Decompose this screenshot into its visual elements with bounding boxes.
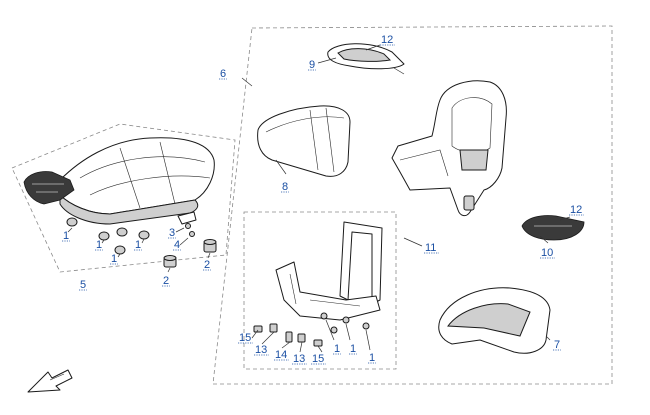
svg-text:12: 12 bbox=[381, 34, 393, 46]
callout-1-e[interactable]: 1 bbox=[333, 343, 341, 355]
svg-text:15: 15 bbox=[239, 332, 251, 344]
seat-rubber-grommets bbox=[66, 217, 150, 255]
callout-10[interactable]: 10 bbox=[540, 247, 555, 259]
front-direction-arrow bbox=[27, 369, 73, 393]
svg-text:15: 15 bbox=[312, 353, 324, 365]
svg-text:13: 13 bbox=[255, 344, 267, 356]
frame-assembly-frame bbox=[243, 211, 397, 370]
callout-5[interactable]: 5 bbox=[79, 279, 87, 291]
svg-text:5: 5 bbox=[80, 279, 86, 291]
callout-1-g[interactable]: 1 bbox=[368, 352, 376, 364]
callout-2-b[interactable]: 2 bbox=[203, 259, 211, 271]
callout-15-a[interactable]: 15 bbox=[238, 332, 253, 344]
svg-text:3: 3 bbox=[169, 227, 175, 239]
seat-front-bracket bbox=[23, 171, 75, 205]
callout-12-b[interactable]: 12 bbox=[569, 204, 584, 216]
callout-2-a[interactable]: 2 bbox=[162, 275, 170, 287]
svg-text:1: 1 bbox=[96, 239, 102, 251]
leader-lines bbox=[67, 44, 571, 353]
rear-seat-cover[interactable] bbox=[438, 287, 551, 354]
svg-text:1: 1 bbox=[334, 343, 340, 355]
svg-text:6: 6 bbox=[220, 68, 226, 80]
callout-7[interactable]: 7 bbox=[553, 339, 561, 351]
svg-text:7: 7 bbox=[554, 339, 560, 351]
svg-text:9: 9 bbox=[309, 59, 315, 71]
callout-1-c[interactable]: 1 bbox=[134, 239, 142, 251]
svg-text:1: 1 bbox=[369, 352, 375, 364]
svg-text:1: 1 bbox=[63, 230, 69, 242]
svg-text:14: 14 bbox=[275, 349, 287, 361]
callout-13-a[interactable]: 13 bbox=[254, 344, 269, 356]
seat-assembly-frame bbox=[11, 123, 236, 273]
seat-latch-bracket bbox=[177, 211, 197, 237]
callout-9[interactable]: 9 bbox=[308, 59, 316, 71]
backrest-clip[interactable] bbox=[521, 215, 585, 241]
callout-6[interactable]: 6 bbox=[219, 68, 227, 80]
backrest-shell[interactable] bbox=[391, 80, 507, 217]
svg-text:1: 1 bbox=[350, 343, 356, 355]
svg-text:8: 8 bbox=[282, 181, 288, 193]
svg-text:11: 11 bbox=[425, 242, 436, 254]
svg-text:4: 4 bbox=[174, 239, 180, 251]
callout-1-d[interactable]: 1 bbox=[110, 253, 118, 265]
callout-1-b[interactable]: 1 bbox=[95, 239, 103, 251]
svg-text:12: 12 bbox=[570, 204, 582, 216]
svg-text:1: 1 bbox=[111, 253, 117, 265]
svg-text:2: 2 bbox=[163, 275, 169, 287]
svg-text:2: 2 bbox=[204, 259, 210, 271]
svg-text:13: 13 bbox=[293, 353, 305, 365]
svg-text:1: 1 bbox=[135, 239, 141, 251]
callout-13-b[interactable]: 13 bbox=[292, 353, 307, 365]
callout-12-a[interactable]: 12 bbox=[380, 34, 395, 46]
callout-4[interactable]: 4 bbox=[173, 239, 181, 251]
seat-cushion[interactable] bbox=[59, 137, 215, 225]
callout-1-a[interactable]: 1 bbox=[62, 230, 70, 242]
callout-3[interactable]: 3 bbox=[168, 227, 176, 239]
backrest-assembly-frame bbox=[212, 25, 613, 385]
callout-1-f[interactable]: 1 bbox=[349, 343, 357, 355]
callout-14[interactable]: 14 bbox=[274, 349, 289, 361]
backrest-pad[interactable] bbox=[257, 105, 351, 177]
seat-dampers bbox=[163, 239, 217, 268]
svg-text:10: 10 bbox=[541, 247, 553, 259]
callout-15-b[interactable]: 15 bbox=[311, 353, 326, 365]
backrest-frame[interactable] bbox=[275, 221, 383, 334]
rear-grab-handle[interactable] bbox=[327, 43, 405, 70]
callout-8[interactable]: 8 bbox=[281, 181, 289, 193]
callout-11[interactable]: 11 bbox=[424, 242, 439, 254]
frame-hardware bbox=[253, 323, 323, 347]
